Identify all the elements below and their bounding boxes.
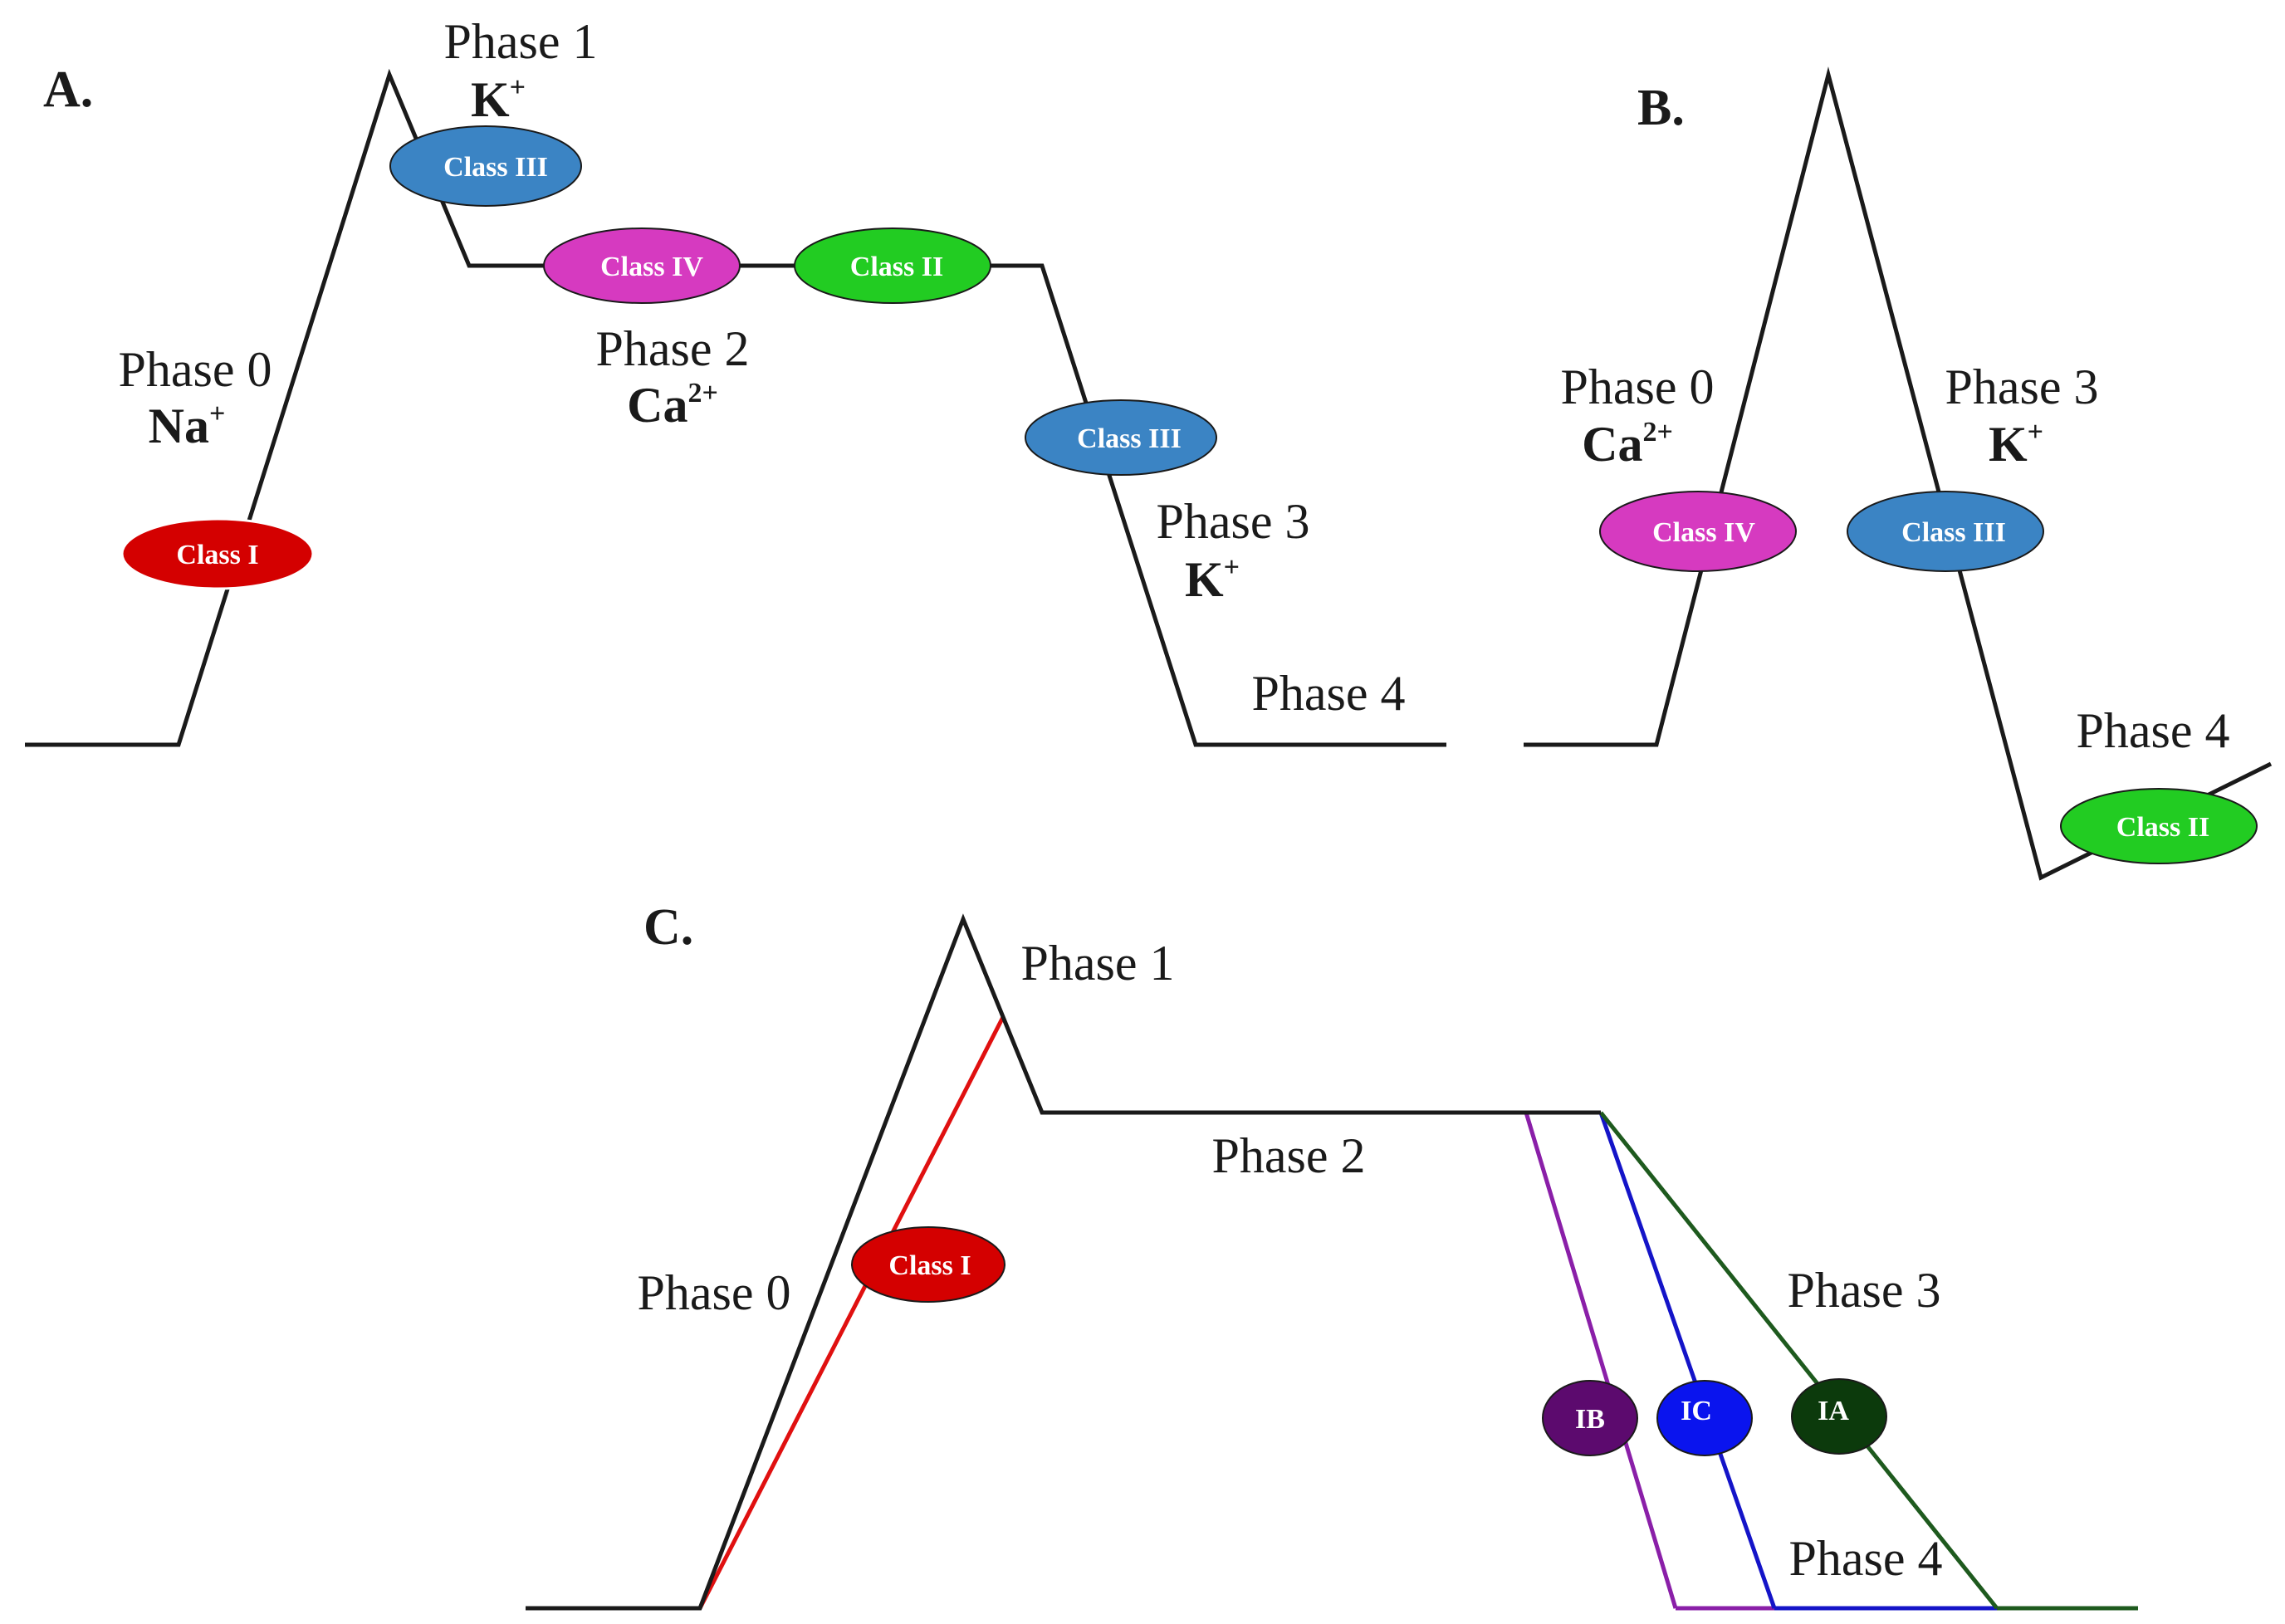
class-iii-label: Class III <box>443 152 548 183</box>
panel-c: C. Class I IB IC IA Phase 1 Ph <box>526 899 2138 1611</box>
panel-b-letter: B. <box>1637 80 1685 136</box>
class-ii-ellipse <box>794 227 991 304</box>
panel-a-class-ii-badge: Class II <box>794 227 991 304</box>
panel-b-class-ii-badge: Class II <box>2060 788 2258 864</box>
panel-a-phase-3-label: Phase 3 <box>1157 494 1310 549</box>
panel-b: B. Class IV Class III Class II Phase 0 C… <box>1524 66 2273 881</box>
panel-b-phase-3-label: Phase 3 <box>1945 360 2099 414</box>
ib-ellipse <box>1542 1380 1638 1456</box>
panel-b-class-iv-badge: Class IV <box>1599 491 1797 572</box>
class-iii-label: Class III <box>1077 423 1182 454</box>
class-iii-ellipse <box>1025 399 1217 476</box>
class-iii-ellipse <box>389 125 582 207</box>
panel-c-class-i-badge: Class I <box>851 1226 1005 1303</box>
panel-b-phase-3-ion: K+ <box>1989 417 2043 472</box>
panel-c-ib-badge: IB <box>1542 1380 1638 1456</box>
ib-label: IB <box>1575 1404 1605 1435</box>
panel-a-class-iii-top-badge: Class III <box>389 125 582 207</box>
panel-a-phase-1-label: Phase 1 <box>444 14 598 69</box>
panel-c-phase-4-label: Phase 4 <box>1789 1531 1943 1586</box>
panel-a-phase-2-label: Phase 2 <box>596 321 750 376</box>
panel-c-letter: C. <box>643 899 693 956</box>
class-i-ellipse <box>851 1226 1005 1303</box>
panel-a-letter: A. <box>43 61 93 118</box>
class-iii-label: Class III <box>1901 517 2006 548</box>
class-i-ellipse <box>120 517 315 590</box>
panel-a-phase-4-label: Phase 4 <box>1252 666 1406 721</box>
ic-label: IC <box>1681 1396 1712 1426</box>
panel-a-phase-1-ion: K+ <box>471 72 526 127</box>
panel-c-trace <box>526 913 1601 1611</box>
panel-a-trace <box>25 68 1446 747</box>
class-ii-label: Class II <box>850 252 943 282</box>
panel-a-phase-3-ion: K+ <box>1185 552 1240 607</box>
panel-a-class-iii-right-badge: Class III <box>1025 399 1217 476</box>
ic-ellipse <box>1656 1380 1753 1456</box>
class-i-label: Class I <box>176 540 258 570</box>
panel-b-class-iii-badge: Class III <box>1847 491 2044 572</box>
class-iv-label: Class IV <box>1652 517 1755 548</box>
class-iv-label: Class IV <box>600 252 703 282</box>
panel-c-phase-2-label: Phase 2 <box>1212 1128 1366 1183</box>
panel-c-ib-trace <box>1524 1112 1678 1609</box>
panel-a: A. Class I Class III Class IV Class II C… <box>25 14 1446 747</box>
class-iv-ellipse <box>543 227 741 304</box>
ia-label: IA <box>1818 1396 1849 1426</box>
panel-b-phase-0-label: Phase 0 <box>1561 360 1715 414</box>
panel-b-phase-4-label: Phase 4 <box>2077 703 2230 758</box>
panel-c-ic-trace <box>1598 1112 1777 1609</box>
panel-c-phase-3-label: Phase 3 <box>1788 1263 1941 1318</box>
panel-a-phase-0-label: Phase 0 <box>119 342 272 397</box>
panel-c-ic-badge: IC <box>1656 1380 1753 1456</box>
panel-a-phase-2-ion: Ca2+ <box>627 378 718 433</box>
panel-a-class-i-badge: Class I <box>120 517 315 590</box>
panel-b-phase-0-ion: Ca2+ <box>1582 417 1673 472</box>
panel-a-class-iv-badge: Class IV <box>543 227 741 304</box>
panel-c-ia-trace <box>1599 1111 1999 1610</box>
panel-c-phase-1-label: Phase 1 <box>1021 936 1175 991</box>
class-iii-ellipse <box>1847 491 2044 572</box>
class-ii-ellipse <box>2060 788 2258 864</box>
class-i-label: Class I <box>888 1250 971 1281</box>
panel-c-phase-0-label: Phase 0 <box>638 1265 791 1320</box>
panel-c-ia-badge: IA <box>1791 1378 1887 1455</box>
panel-a-phase-0-ion: Na+ <box>149 399 226 453</box>
class-ii-label: Class II <box>2116 812 2209 843</box>
ia-ellipse <box>1791 1378 1887 1455</box>
class-iv-ellipse <box>1599 491 1797 572</box>
panel-c-class-i-trace <box>697 1015 1005 1610</box>
